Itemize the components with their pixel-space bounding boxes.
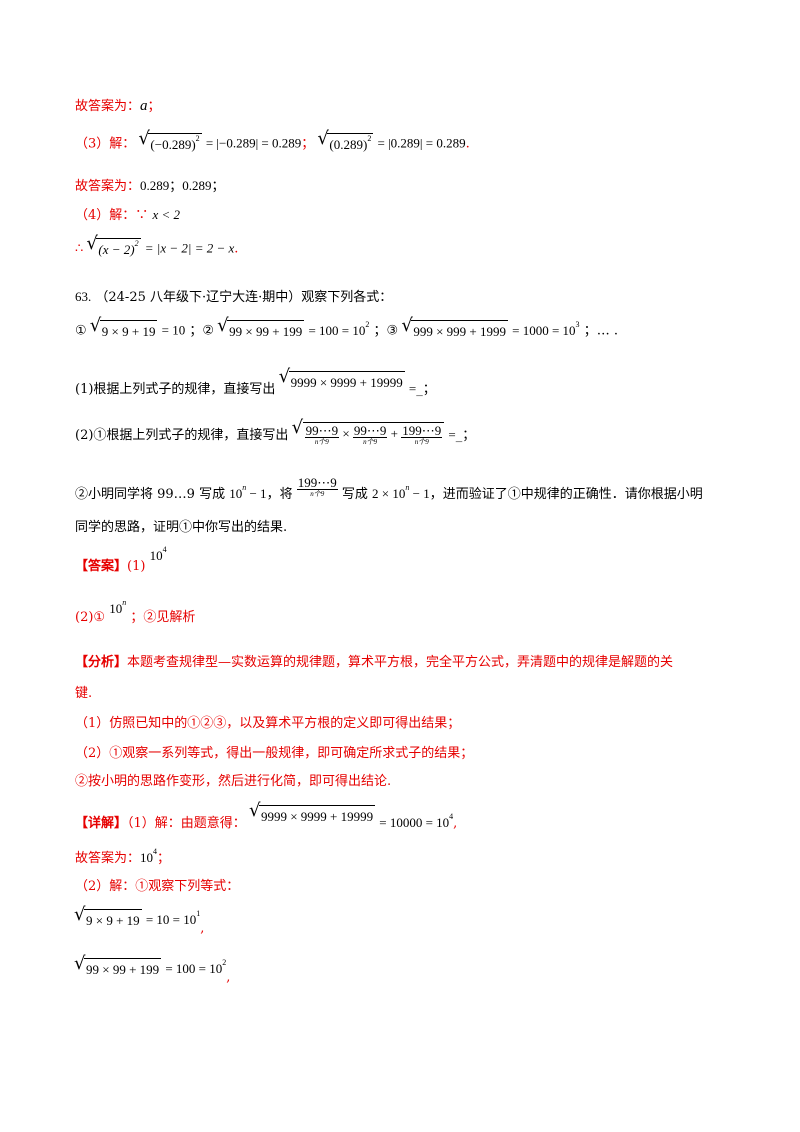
solution-part3: （3）解： (−0.289)2 = |−0.289| = 0.289； (0.2… — [75, 129, 470, 155]
sqrt-expression: 99 × 99 + 199 — [74, 954, 162, 980]
analysis-text: 键. — [75, 686, 93, 701]
detail-section: 【详解】（1）解：由题意得： 9999 × 9999 + 19999 = 100… — [75, 801, 457, 834]
solution-part4: （4）解：∵ x < 2 — [75, 207, 180, 223]
sqrt-expression: 99 × 99 + 199 — [217, 316, 305, 342]
sqrt-expression: (x − 2)2 — [86, 234, 141, 260]
analysis-section: 【分析】本题考查规律型—实数运算的规律题，算术平方根，完全平方公式，弄清题中的规… — [75, 655, 674, 670]
sqrt-expression: (0.289)2 — [317, 129, 374, 155]
detail-answer: 故答案为：104； — [75, 847, 171, 867]
analysis-item-2: （2）①观察一系列等式，得出一般规律，即可确定所求式子的结果； — [75, 746, 474, 761]
answer-line-0289: 故答案为：0.289；0.289； — [75, 178, 225, 194]
sqrt-expression: 999 × 999 + 1999 — [401, 316, 508, 342]
answer-section: 【答案】(1) 104 — [75, 545, 167, 575]
detail-eq1: 9 × 9 + 19 = 10 = 101, — [74, 905, 204, 936]
answer-line-a: 故答案为：a； — [75, 98, 161, 114]
solution-part4-result: ∴ (x − 2)2 = |x − 2| = 2 − x. — [75, 234, 238, 260]
problem-equations: ① 9 × 9 + 19 = 10 ；② 99 × 99 + 199 = 100… — [75, 316, 618, 342]
sqrt-expression: 9 × 9 + 19 — [90, 316, 158, 342]
sqrt-expression: 9999 × 9999 + 19999 — [279, 367, 405, 393]
answer-part2: (2)① 10n ；②见解析 — [75, 598, 196, 626]
analysis-item-1: （1）仿照已知中的①②③，以及算术平方根的定义即可得出结果； — [75, 716, 461, 731]
sqrt-expression: (−0.289)2 — [138, 129, 202, 155]
analysis-item-3: ②按小明的思路作变形，然后进行化简，即可得出结论. — [75, 774, 392, 789]
detail-part2: （2）解：①观察下列等式： — [75, 879, 240, 894]
sqrt-expression: 9999 × 9999 + 19999 — [249, 801, 376, 827]
detail-eq2: 99 × 99 + 199 = 100 = 102, — [74, 954, 230, 985]
problem-header: 63. （24-25 八年级下·辽宁大连·期中）观察下列各式： — [75, 289, 393, 305]
question-2-2-cont: 同学的思路，证明①中你写出的结果. — [75, 520, 288, 535]
sqrt-expression: 9 × 9 + 19 — [74, 905, 142, 931]
question-1: (1)根据上列式子的规律，直接写出 9999 × 9999 + 19999 =_… — [75, 367, 436, 400]
